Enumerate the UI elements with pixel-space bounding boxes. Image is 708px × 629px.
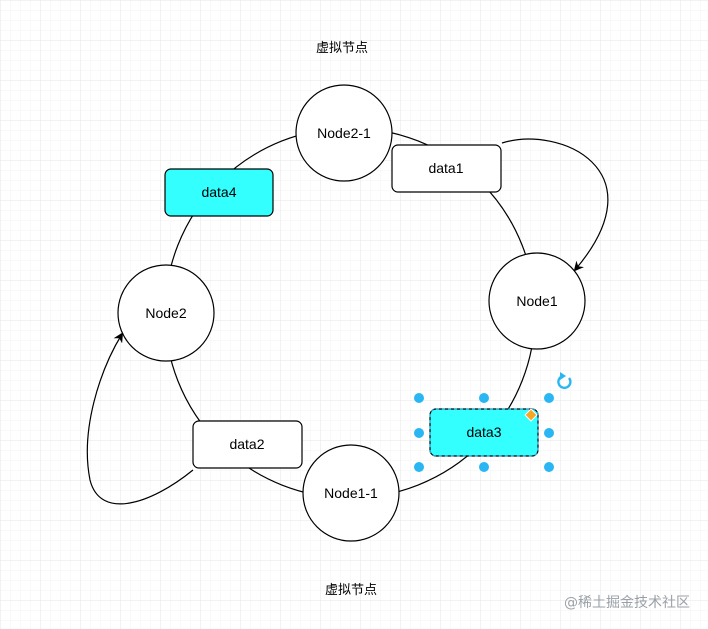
title-bottom: 虚拟节点 xyxy=(325,583,377,598)
resize-handle-top-right[interactable] xyxy=(544,393,554,403)
title-top: 虚拟节点 xyxy=(316,41,368,56)
data-box-data4-label: data4 xyxy=(201,184,236,200)
resize-handle-bottom-right[interactable] xyxy=(544,462,554,472)
node-node2-1[interactable]: Node2-1 xyxy=(295,84,393,182)
resize-handle-left[interactable] xyxy=(414,428,424,438)
node-node2-1-label: Node2-1 xyxy=(317,125,371,141)
node-node2-label: Node2 xyxy=(145,305,186,321)
arrow-data1-to-node1[interactable] xyxy=(501,138,609,272)
node-node1[interactable]: Node1 xyxy=(488,252,586,350)
data-box-data4[interactable]: data4 xyxy=(164,168,274,217)
resize-handle-bottom-left[interactable] xyxy=(414,462,424,472)
node-node1-label: Node1 xyxy=(516,293,557,309)
selection-handles[interactable] xyxy=(414,393,554,472)
watermark-text: @稀土掘金技术社区 xyxy=(564,595,690,611)
resize-handle-right[interactable] xyxy=(544,428,554,438)
data-box-data3[interactable]: data3 xyxy=(429,408,539,457)
corner-radius-handle[interactable] xyxy=(524,408,538,422)
rotate-icon[interactable] xyxy=(557,372,572,390)
arrow-data2-to-node2[interactable] xyxy=(86,332,194,505)
data-box-data3-label: data3 xyxy=(466,424,501,440)
node-node1-1-label: Node1-1 xyxy=(324,485,378,501)
resize-handle-top-left[interactable] xyxy=(414,393,424,403)
data-box-data1[interactable]: data1 xyxy=(391,144,502,193)
resize-handle-top[interactable] xyxy=(479,393,489,403)
data-box-data1-label: data1 xyxy=(428,160,463,176)
data-box-data2[interactable]: data2 xyxy=(192,420,303,469)
resize-handle-bottom[interactable] xyxy=(479,462,489,472)
node-node2[interactable]: Node2 xyxy=(117,264,215,362)
data-box-data2-label: data2 xyxy=(229,436,264,452)
node-node1-1[interactable]: Node1-1 xyxy=(302,444,400,542)
